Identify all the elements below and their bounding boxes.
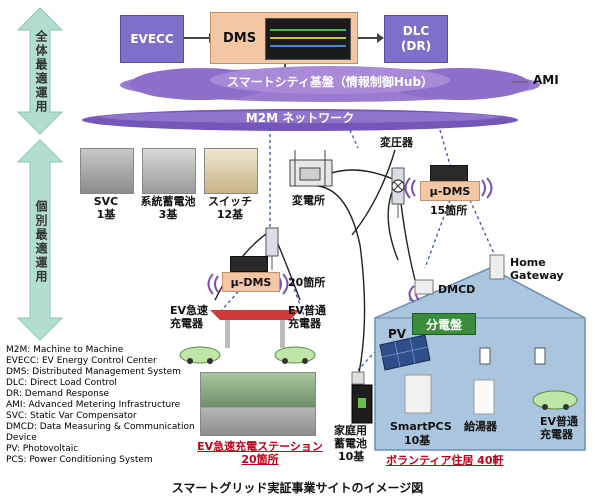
legend-item: Device <box>6 433 37 443</box>
evecc-label: EVECC <box>130 32 174 46</box>
home-gateway-line2: Gateway <box>510 269 564 282</box>
legend-item: DLC: Direct Load Control <box>6 378 117 388</box>
water-heater-label: 給湯器 <box>464 420 497 433</box>
ev-station-line2: 20箇所 <box>241 453 279 466</box>
ev-normal-line1: EV普通 <box>288 304 327 317</box>
legend-item: AMI: Advanced Metering Infrastructure <box>6 400 181 410</box>
upper-side-arrow <box>16 7 64 135</box>
smartpcs-line2: 10基 <box>404 434 431 447</box>
ev-station-line1: EV急速充電ステーション <box>197 440 323 453</box>
svc-count: 1基 <box>96 208 116 221</box>
ami-label: AMI <box>533 73 559 87</box>
mdms-right-box: μ-DMS <box>420 181 480 201</box>
home-battery-line2: 蓄電池 <box>334 437 367 450</box>
home-gateway-device <box>489 254 505 280</box>
dms-label: DMS <box>223 30 257 46</box>
switch-photo <box>204 148 258 194</box>
lower-side-arrow <box>16 139 64 341</box>
pv-label: PV <box>388 327 407 341</box>
meter-ev <box>534 347 546 365</box>
substation-graphic <box>289 150 333 187</box>
mdms-left-count: 20箇所 <box>288 276 326 289</box>
home-battery-line1: 家庭用 <box>334 424 367 437</box>
m2m-label: M2M ネットワーク <box>245 111 355 125</box>
ev-station-canopy <box>210 310 300 348</box>
legend: M2M: Machine to Machine EVECC: EV Energy… <box>6 345 195 466</box>
transformer-label: 変圧器 <box>380 136 413 149</box>
upper-side-label: 全体最適運用 <box>34 30 48 114</box>
dlc-label-line2: (DR) <box>400 39 432 53</box>
mdms-left-label: μ-DMS <box>230 275 272 289</box>
transformer-symbol <box>391 179 405 193</box>
svc-name: SVC <box>93 195 119 208</box>
meter-battery <box>351 371 365 385</box>
svc-photo <box>80 148 134 194</box>
m2m-band-shape <box>82 109 518 131</box>
ev-home-line1: EV普通 <box>540 415 579 428</box>
ev-home-line2: 充電器 <box>540 428 573 441</box>
battery-photo <box>142 148 196 194</box>
legend-item: DR: Demand Response <box>6 389 110 399</box>
battery-count: 3基 <box>158 208 178 221</box>
legend-item: EVECC: EV Energy Control Center <box>6 356 157 366</box>
utility-poles <box>265 167 405 270</box>
figure-caption: スマートグリッド実証事業サイトのイメージ図 <box>171 481 424 495</box>
legend-item: PV: Photovoltaic <box>6 444 79 454</box>
distribution-board-label: 分電盤 <box>425 317 462 332</box>
home-battery-indicator <box>358 398 366 408</box>
mdms-right-count: 15箇所 <box>430 204 468 217</box>
home-gateway-line1: Home <box>510 256 546 269</box>
legend-item: PCS: Power Conditioning System <box>6 455 153 465</box>
mdms-right-label: μ-DMS <box>429 184 471 198</box>
ev-normal-line2: 充電器 <box>288 317 321 330</box>
legend-item: DMS: Distributed Management System <box>6 367 181 377</box>
lower-side-label: 個別最適運用 <box>34 200 48 284</box>
evecc-box: EVECC <box>120 15 184 63</box>
legend-item: DMCD: Data Measuring & Communication <box>6 422 195 432</box>
home-battery-line3: 10基 <box>338 450 365 463</box>
dms-box: DMS <box>210 12 358 64</box>
hub-label: スマートシティ基盤（情報制御Hub） <box>226 75 434 89</box>
dmcd-label: DMCD <box>438 283 476 296</box>
substation-label: 変電所 <box>292 194 325 207</box>
switch-count: 12基 <box>216 208 244 221</box>
dlc-box: DLC (DR) <box>384 15 448 63</box>
switch-name: スイッチ <box>208 195 252 208</box>
smartpcs-line1: SmartPCS <box>390 420 452 433</box>
battery-name: 系統蓄電池 <box>140 195 196 208</box>
dlc-label-line1: DLC <box>402 24 430 38</box>
dms-screen <box>265 18 351 60</box>
volunteer-label: ボランティア住居 40軒 <box>386 454 504 467</box>
meter-heater <box>479 347 491 365</box>
distribution-board: 分電盤 <box>412 313 476 335</box>
dmcd-device <box>414 279 434 295</box>
mdms-left-device <box>230 256 268 272</box>
ev-car-home <box>532 390 578 410</box>
water-heater-graphic <box>473 379 495 415</box>
pv-panel-graphic <box>379 334 431 371</box>
mdms-left-box: μ-DMS <box>222 272 280 292</box>
legend-item: M2M: Machine to Machine <box>6 345 124 355</box>
ev-quick-line1: EV急速 <box>170 304 209 317</box>
ev-quick-line2: 充電器 <box>170 317 203 330</box>
legend-item: SVC: Static Var Compensator <box>6 411 137 421</box>
smartpcs-graphic <box>404 374 432 414</box>
ev-station-photo <box>200 372 316 436</box>
hub-cloud-shape <box>120 66 540 102</box>
ev-cars-station <box>179 346 316 364</box>
signal-arcs <box>207 177 493 303</box>
